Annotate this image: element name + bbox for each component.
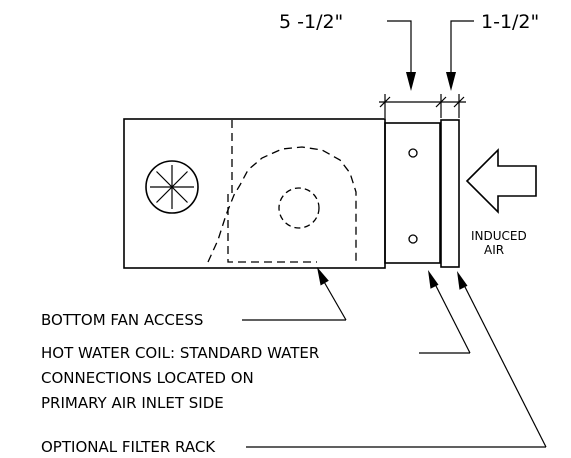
blower-housing-dashed [207,146,357,263]
filter-width-dimension: 1-1/2" [481,11,539,33]
fan-access-leader [242,267,347,321]
coil-dimension-leader [387,20,416,91]
fan-access-panel-dashed [227,120,317,263]
coil-width-dimension: 5 -1/2" [279,11,343,33]
hot-water-coil-label-line3: PRIMARY AIR INLET SIDE [41,394,224,412]
hot-water-coil-label-line1: HOT WATER COIL: STANDARD WATER [41,344,319,362]
induced-air-label: INDUCED [471,229,527,243]
filter-rack [440,119,460,268]
dimension-line [379,94,466,118]
blower-wheel-dashed [278,187,320,229]
induced-air-label-line2: AIR [484,243,504,257]
unit-casing [123,118,386,269]
coil-connection-upper [408,148,418,158]
hot-water-coil-label-line2: CONNECTIONS LOCATED ON [41,369,254,387]
coil-connection-lower [408,234,418,244]
filter-rack-leader [246,271,547,448]
hot-water-coil-leader [419,270,471,354]
bottom-fan-access-label: BOTTOM FAN ACCESS [41,311,203,329]
hot-water-coil [384,122,441,264]
induced-air-arrow-icon [465,148,537,214]
optional-filter-rack-label: OPTIONAL FILTER RACK [41,438,216,456]
motor-icon [145,160,199,214]
filter-dimension-leader [446,20,474,91]
